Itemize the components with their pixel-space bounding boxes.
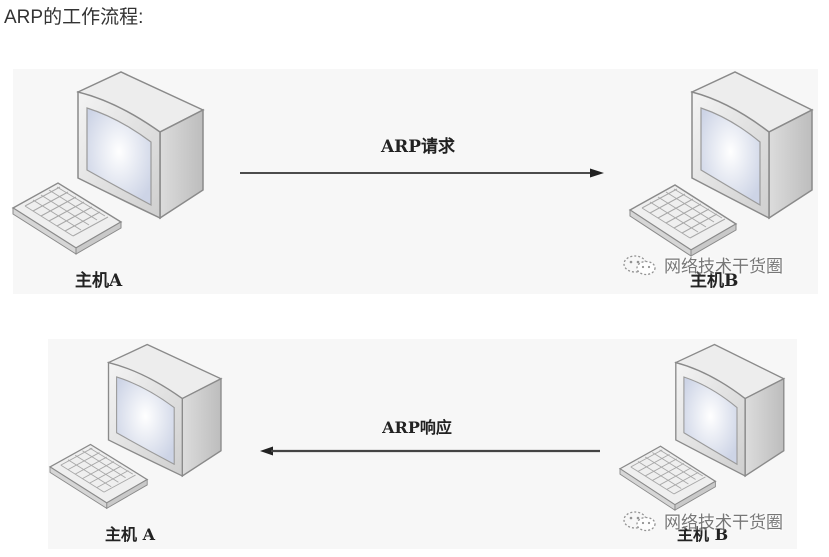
host-b-computer	[628, 70, 829, 257]
watermark: 网络技术干货圈	[622, 252, 783, 277]
arp-response-arrow	[258, 444, 602, 458]
host-b-label: 主机B	[690, 271, 739, 291]
computer-icon	[48, 343, 223, 510]
host-a-computer	[48, 341, 230, 511]
arp-request-arrow	[240, 166, 606, 180]
watermark-text: 网络技术干货圈	[664, 513, 783, 533]
wechat-icon	[623, 510, 656, 531]
host-a-computer	[11, 70, 213, 255]
watermark: 网络技术干货圈	[622, 508, 783, 533]
watermark-text: 网络技术干货圈	[664, 257, 783, 277]
wechat-icon	[623, 254, 656, 275]
host-b-label: 主机 B	[677, 525, 729, 544]
host-b-computer	[618, 341, 800, 511]
arp-response-label: ARP响应	[382, 418, 452, 437]
host-a-label: 主机 A	[105, 525, 155, 544]
computer-icon	[628, 71, 814, 257]
computer-icon	[618, 343, 786, 511]
arp-request-label: ARP请求	[380, 137, 456, 157]
computer-icon	[11, 71, 205, 255]
host-a-label: 主机A	[75, 271, 123, 291]
page-title: ARP的工作流程:	[4, 7, 144, 28]
